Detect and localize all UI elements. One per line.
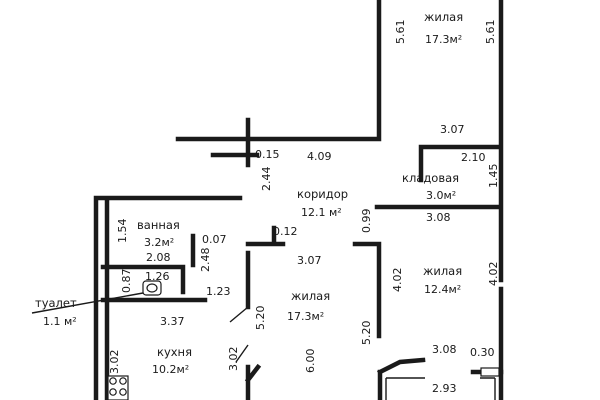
window-frame-bottom-right [480,367,500,377]
room-name-kitchen: кухня [157,345,192,359]
dim-1-26: 1.26 [145,270,170,283]
room-area-toilet: 1.1 м² [43,315,77,328]
room-name-pantry: кладовая [402,171,459,185]
dim-4-09: 4.09 [307,150,332,163]
dim-4-02-right: 4.02 [487,262,500,287]
wall-living-top [175,0,504,375]
dim-5-61-left: 5.61 [394,20,407,45]
stove-icon [107,375,129,400]
wall-living-center [245,225,382,339]
room-name-corridor: коридор [297,187,348,201]
room-area-kitchen: 10.2м² [152,363,189,376]
dim-4-02-left: 4.02 [391,268,404,293]
dim-3-07-top: 3.07 [440,123,465,136]
dim-3-02-left: 3.02 [108,350,121,375]
dim-1-23: 1.23 [206,285,231,298]
toilet-leader-line [31,292,144,314]
dim-0-12: 0.12 [273,225,298,238]
room-name-toilet: туалет [35,296,77,310]
dim-2-10: 2.10 [461,151,486,164]
room-name-bathroom: ванная [137,218,180,232]
dim-1-54: 1.54 [116,219,129,244]
room-area-living-top: 17.3м² [425,33,462,46]
dim-6-00: 6.00 [304,349,317,374]
wall-bottom-right-outline [385,377,496,400]
dim-0-07: 0.07 [202,233,227,246]
room-name-living-top: жилая [424,10,463,24]
dim-2-44: 2.44 [260,167,273,192]
dim-2-08: 2.08 [146,251,171,264]
dim-5-61-right: 5.61 [484,20,497,45]
room-name-living-center: жилая [291,289,330,303]
wall-stub-top-left [210,117,260,168]
dim-3-37: 3.37 [160,315,185,328]
wall-kitchen-stubs [244,363,262,400]
dim-0-99: 0.99 [360,209,373,234]
dim-5-20-left: 5.20 [254,306,267,331]
dim-3-02-mid: 3.02 [227,347,240,372]
dim-5-20-right: 5.20 [360,321,373,346]
wall-pantry [374,144,503,210]
toilet-fixture [142,280,162,296]
room-area-bathroom: 3.2м² [144,236,174,249]
dim-2-48: 2.48 [199,248,212,273]
dim-3-08-bottom: 3.08 [432,343,457,356]
dim-1-45: 1.45 [487,164,500,189]
room-area-living-right: 12.4м² [424,283,461,296]
room-name-living-right: жилая [423,264,462,278]
dim-0-30: 0.30 [470,346,495,359]
door-swing-center [229,306,249,363]
dim-2-93: 2.93 [432,382,457,395]
room-area-pantry: 3.0м² [426,189,456,202]
dim-3-07-mid: 3.07 [297,254,322,267]
dim-0-87: 0.87 [120,269,133,294]
dim-0-15: 0.15 [255,148,280,161]
wall-bath-toilet [100,233,208,303]
room-area-corridor: 12.1 м² [301,206,342,219]
dim-3-08-mid: 3.08 [426,211,451,224]
room-area-living-center: 17.3м² [287,310,324,323]
